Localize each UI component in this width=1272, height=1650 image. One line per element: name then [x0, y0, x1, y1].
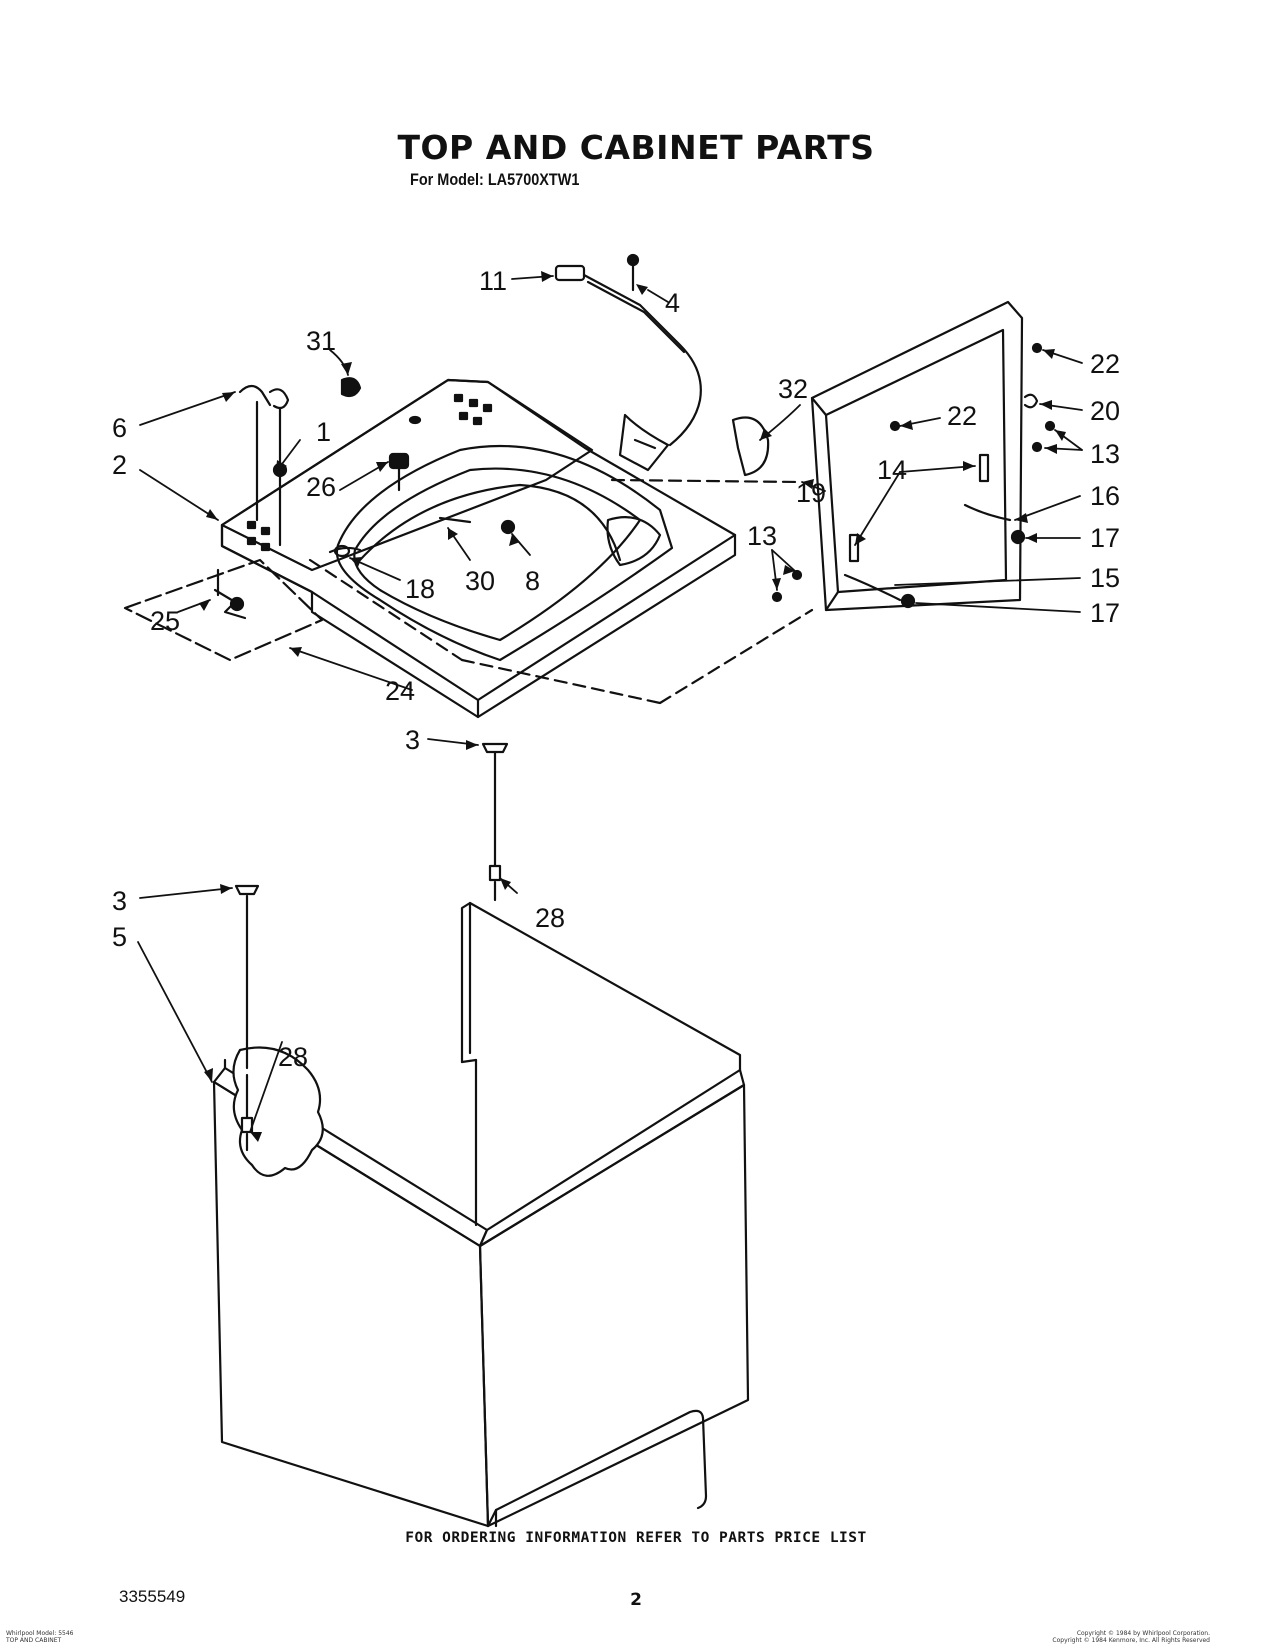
cover-part-24 [123, 558, 324, 662]
callout-17-upper: 17 [1090, 523, 1120, 553]
callout-28-window: 28 [278, 1042, 308, 1072]
model-subtitle: For Model: LA5700XTW1 [410, 170, 580, 189]
fine-print-left-line1: Whirlpool Model: 5546 [6, 1630, 74, 1637]
fine-print-right-line2: Copyright © 1984 Kenmore, Inc. All Right… [1052, 1637, 1210, 1644]
callout-17-lower: 17 [1090, 598, 1120, 628]
callout-22-inner: 22 [947, 401, 977, 431]
ordering-note: FOR ORDERING INFORMATION REFER TO PARTS … [405, 1530, 867, 1546]
callout-1: 1 [316, 417, 331, 447]
callout-18: 18 [405, 574, 435, 604]
callout-25: 25 [150, 606, 180, 636]
callout-30: 30 [465, 566, 495, 596]
fine-print-left: Whirlpool Model: 5546 TOP AND CABINET [6, 1630, 73, 1644]
lid-switch-harness-part-11 [554, 253, 702, 472]
callout-22-outer: 22 [1090, 349, 1120, 379]
top-assembly-part-2 [220, 378, 737, 719]
callout-19: 19 [796, 478, 826, 508]
grommet-part-26 [388, 452, 410, 492]
callout-3-front: 3 [112, 886, 127, 916]
callout-32: 32 [778, 374, 808, 404]
callout-4: 4 [665, 288, 680, 318]
callout-6: 6 [112, 413, 127, 443]
callout-5: 5 [112, 922, 127, 952]
callout-16: 16 [1090, 481, 1120, 511]
screw-part-8 [500, 519, 516, 535]
document-number: 3355549 [119, 1587, 186, 1606]
callout-28-rear: 28 [535, 903, 565, 933]
fine-print-right-line1: Copyright © 1984 by Whirlpool Corporatio… [1076, 1630, 1210, 1637]
callout-2: 2 [112, 450, 127, 480]
lid-part-19 [771, 300, 1056, 612]
callout-3-rear: 3 [405, 725, 420, 755]
dispenser-part-32 [731, 416, 770, 477]
callout-13-right: 13 [1090, 439, 1120, 469]
callout-24: 24 [385, 676, 415, 706]
cabinet-part-5 [212, 742, 750, 1528]
page-title: TOP AND CABINET PARTS [397, 128, 875, 167]
callout-11: 11 [479, 266, 507, 296]
callout-26: 26 [306, 472, 336, 502]
callout-31: 31 [306, 326, 336, 356]
clip-part-31 [340, 377, 362, 398]
callout-20: 20 [1090, 396, 1120, 426]
callout-13-left: 13 [747, 521, 777, 551]
callout-8: 8 [525, 566, 540, 596]
fine-print-left-line2: TOP AND CABINET [6, 1637, 62, 1644]
fine-print-right: Copyright © 1984 by Whirlpool Corporatio… [1052, 1630, 1210, 1644]
page-number: 2 [630, 1590, 642, 1610]
callout-14: 14 [877, 455, 907, 485]
callout-15: 15 [1090, 563, 1120, 593]
screw-part-30 [438, 516, 472, 524]
